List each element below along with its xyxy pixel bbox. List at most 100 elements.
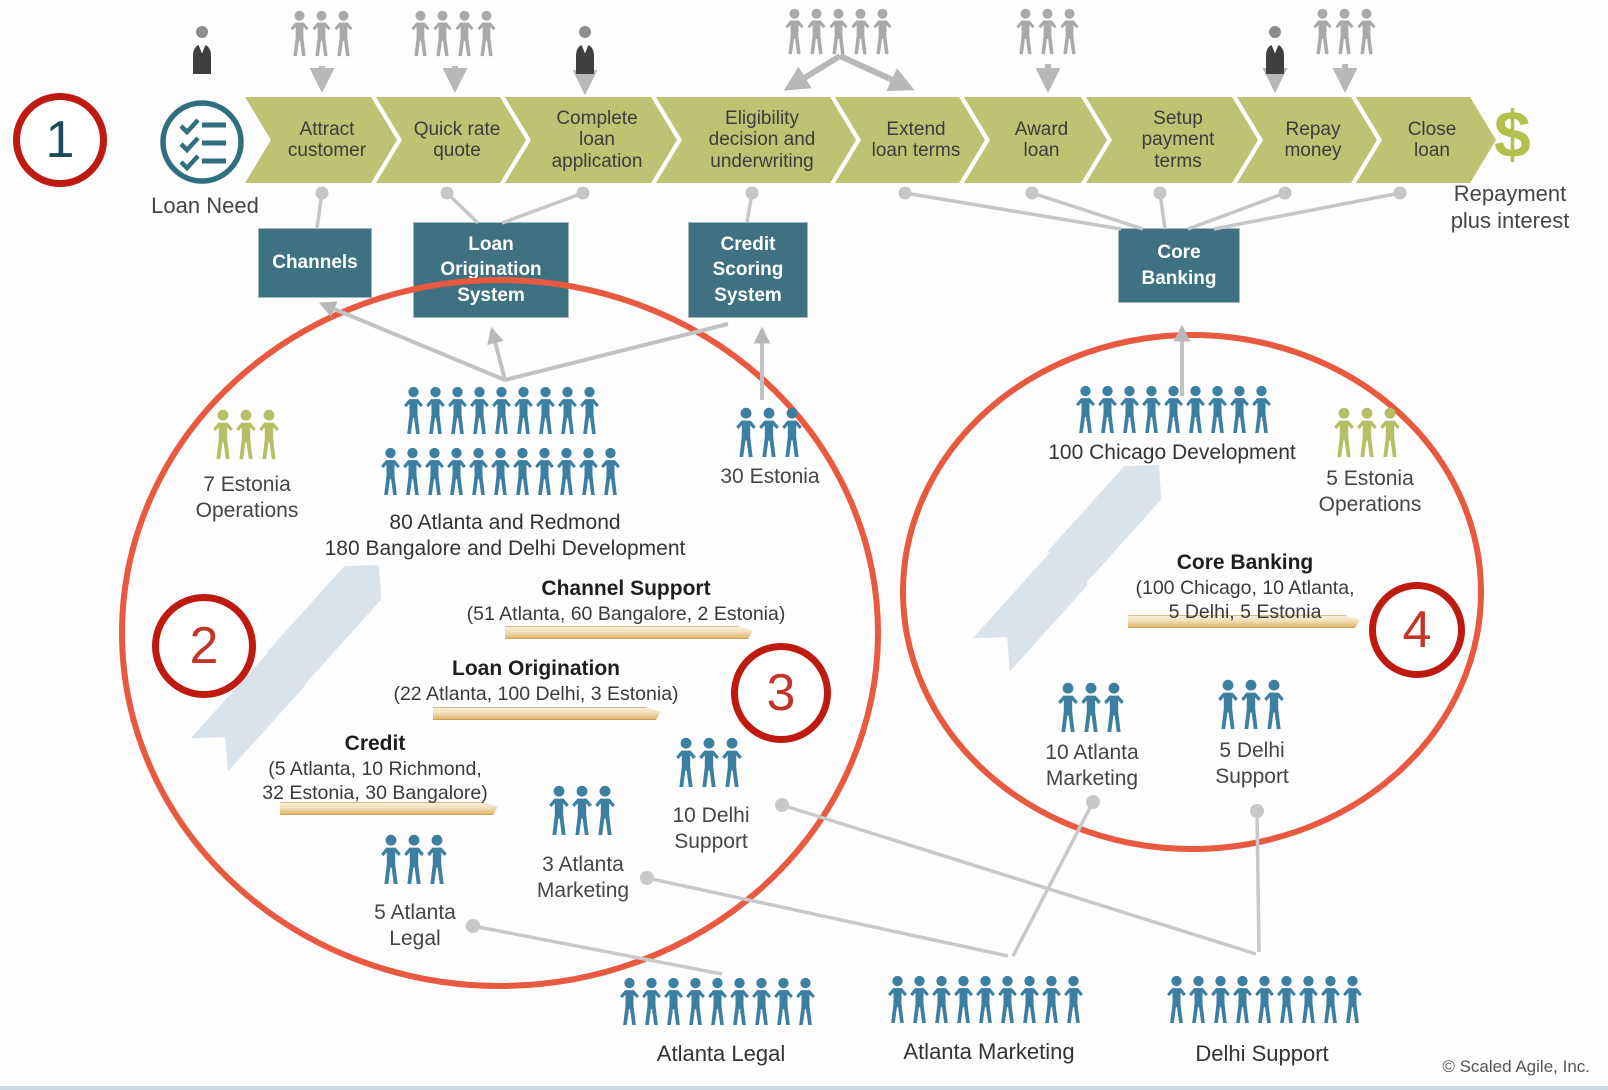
copyright-text: © Scaled Agile, Inc. [1442, 1057, 1590, 1076]
person-icon [1079, 681, 1103, 735]
person-icon [684, 977, 707, 1027]
atlanta-marketing-10-label: 10 Atlanta Marketing [1012, 740, 1172, 792]
person-icon [489, 447, 512, 497]
step-eligibility-decision: Eligibility decision and underwriting [656, 97, 856, 183]
repayment-line2: plus interest [1450, 208, 1570, 234]
person-icon [827, 8, 850, 56]
person-icon [780, 406, 804, 460]
person-icon [1140, 385, 1163, 435]
person-icon [1333, 8, 1356, 56]
customers-group [783, 8, 893, 56]
person-icon [570, 784, 594, 838]
people-group-atlanta-legal [618, 977, 816, 1027]
person-icon [1187, 975, 1210, 1025]
delhi-support-5-label: 5 Delhi Support [1172, 738, 1332, 790]
customers-group [288, 10, 354, 58]
step-award-loan: Award loan [964, 97, 1107, 183]
step-extend-loan-terms: Extend loan terms [835, 97, 985, 183]
people-group-estonia-operations-5 [1332, 406, 1401, 460]
person-icon [468, 386, 491, 436]
person-icon [1036, 8, 1059, 56]
checklist-icon [160, 100, 244, 184]
team-name: Atlanta Legal [656, 1041, 786, 1066]
repayment-line1: Repayment [1453, 181, 1567, 206]
person-icon [1118, 385, 1141, 435]
person-icon [1275, 975, 1298, 1025]
person-icon [1216, 678, 1240, 732]
people-group-delhi-support-10 [674, 736, 743, 790]
atlanta-marketing-3-label: 3 Atlanta Marketing [503, 852, 663, 904]
person-icon [697, 736, 721, 790]
person-icon [871, 8, 894, 56]
person-icon [930, 975, 953, 1025]
delhi-support-label: Delhi Support [1142, 1040, 1382, 1067]
person-icon [1162, 385, 1185, 435]
art-detail: (5 Atlanta, 10 Richmond, [268, 758, 482, 781]
business-person-icon [187, 24, 217, 76]
epic-bar [433, 707, 661, 720]
person-icon [534, 386, 557, 436]
person-icon [886, 975, 909, 1025]
person-icon [1231, 975, 1254, 1025]
development-label: 80 Atlanta and Redmond 180 Bangalore and… [285, 510, 725, 562]
step-label: Eligibility decision and underwriting [708, 108, 816, 172]
business-person-icon [187, 24, 216, 76]
person-icon [1018, 975, 1041, 1025]
person-icon [1250, 385, 1273, 435]
person-icon [453, 10, 476, 58]
person-icon [1355, 406, 1379, 460]
person-icon [772, 977, 795, 1027]
person-icon [1058, 8, 1081, 56]
team-count: 7 Estonia [203, 473, 291, 496]
person-icon [996, 975, 1019, 1025]
person-icon [750, 977, 773, 1027]
system-loan-origination: Loan Origination System [413, 222, 569, 318]
person-icon [908, 975, 931, 1025]
dollar-glyph: $ [1494, 97, 1531, 171]
person-icon [1332, 406, 1356, 460]
person-icon [475, 10, 498, 58]
person-icon [593, 784, 617, 838]
person-icon [734, 406, 758, 460]
art-detail: (22 Atlanta, 100 Delhi, 3 Estonia) [393, 683, 679, 706]
person-icon [1165, 975, 1188, 1025]
people-group-atlanta-marketing [886, 975, 1084, 1025]
team-name: Legal [389, 927, 441, 951]
system-core-banking: Core Banking [1118, 228, 1240, 303]
system-label: Channels [272, 252, 358, 274]
step-quick-rate-quote: Quick rate quote [376, 97, 526, 183]
people-group-atlanta-marketing-10 [1056, 681, 1125, 735]
system-label: Core Banking [1141, 242, 1217, 289]
people-group-estonia-operations-7 [211, 408, 280, 462]
system-credit-scoring: Credit Scoring System [688, 222, 808, 318]
person-icon [1102, 681, 1126, 735]
step-attract-customer: Attract customer [245, 97, 397, 183]
step-label: Complete loan application [551, 108, 643, 172]
person-icon [578, 386, 601, 436]
person-icon [402, 386, 425, 436]
annotation-number: 2 [189, 617, 219, 675]
customers-group [409, 10, 497, 58]
person-icon [446, 386, 469, 436]
art-title: Channel Support [541, 577, 711, 600]
person-icon [310, 10, 333, 58]
person-icon [599, 447, 622, 497]
person-icon [720, 736, 744, 790]
person-icon [805, 8, 828, 56]
bottom-strip [0, 1086, 1608, 1090]
credit-label: Credit (5 Atlanta, 10 Richmond, 32 Eston… [225, 731, 525, 805]
atlanta-legal-label: Atlanta Legal [601, 1040, 841, 1067]
chicago-development-label: 100 Chicago Development [1002, 440, 1342, 466]
core-banking-art-label: Core Banking (100 Chicago, 10 Atlanta, 5… [1075, 550, 1415, 624]
person-icon [1040, 975, 1063, 1025]
development-line1: 80 Atlanta and Redmond [389, 511, 621, 534]
person-icon [547, 784, 571, 838]
delhi-support-10-label: 10 Delhi Support [631, 803, 791, 855]
person-icon [577, 447, 600, 497]
step-label: Setup payment terms [1141, 108, 1215, 172]
dollar-icon: $ [1494, 96, 1531, 172]
people-group-development-row2 [379, 447, 621, 497]
person-icon [556, 386, 579, 436]
person-icon [1319, 975, 1342, 1025]
person-icon [234, 408, 258, 462]
